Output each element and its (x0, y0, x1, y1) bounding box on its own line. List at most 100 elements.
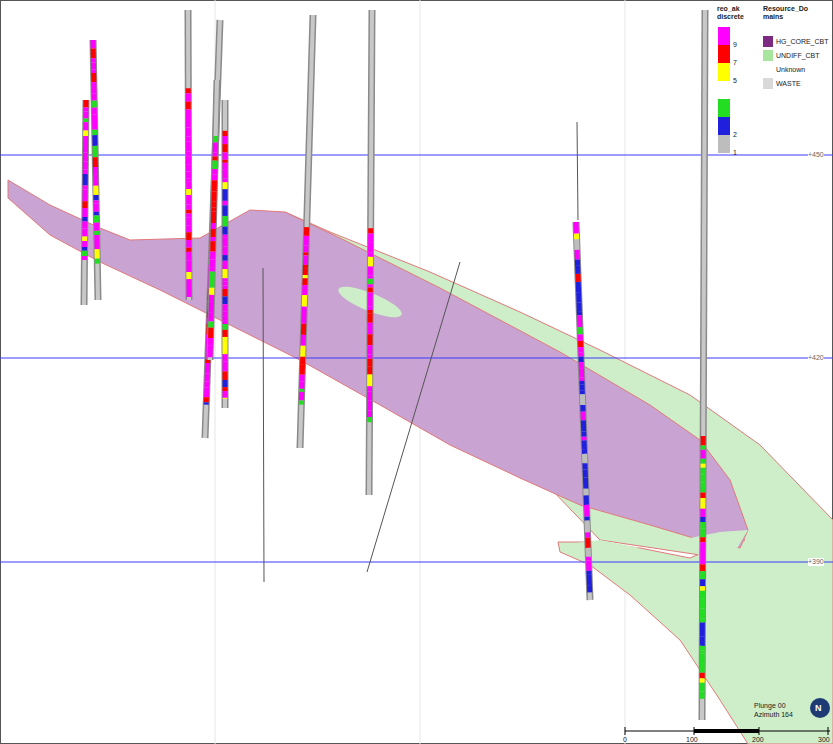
drillhole-segment (208, 318, 213, 321)
drillhole-segment (223, 337, 228, 348)
drillhole-segment (93, 40, 98, 300)
drillhole-segment (91, 70, 96, 73)
drillhole-segment (576, 292, 581, 303)
drillhole-segment (300, 357, 305, 365)
drillhole-segment (582, 449, 587, 454)
drillhole-segment (579, 381, 584, 385)
drillhole-segment (302, 278, 307, 285)
drillhole-segment (367, 355, 372, 359)
drillhole-segment (581, 412, 586, 421)
drillhole-segment (208, 322, 213, 328)
drillhole-segment (223, 255, 228, 261)
legend-swatch (718, 27, 730, 45)
drillhole-segment (368, 292, 373, 300)
drillhole-segment (369, 10, 372, 495)
drillhole-segment (581, 420, 586, 431)
drillhole-segment (301, 318, 306, 324)
drillhole-segment (186, 142, 191, 152)
drillhole-segment (205, 374, 210, 382)
drillhole-segment (211, 202, 216, 207)
drillhole-segment (583, 489, 588, 496)
drillhole-segment (186, 93, 191, 98)
drillhole-segment (367, 323, 372, 335)
drillhole-segment (93, 157, 98, 167)
drillhole-segment (92, 135, 97, 146)
drillhole-segment (94, 203, 99, 211)
drillhole-segment (83, 107, 88, 111)
drillhole-segment (223, 312, 228, 316)
drillhole-segment (83, 170, 88, 175)
legend-swatch (718, 63, 730, 81)
drillhole-segment (209, 302, 214, 313)
legend-text: 9 (733, 41, 737, 49)
drillhole-segment (212, 161, 217, 169)
drillhole-segment (368, 310, 373, 313)
elevation-label: +420 (808, 354, 824, 362)
drillhole-segment (304, 227, 309, 232)
drillhole-segment (586, 561, 591, 571)
drillhole-segment (82, 217, 87, 222)
drillhole-segment (205, 20, 220, 438)
drillhole-segment (701, 459, 706, 464)
drillhole-segment (186, 210, 191, 214)
drillhole-segment (579, 368, 584, 377)
drillhole-segment (82, 222, 87, 229)
legend-swatch (718, 117, 730, 135)
drillhole-segment (186, 214, 191, 218)
drillhole-segment (186, 156, 191, 165)
drillhole-segment (84, 100, 86, 305)
drillhole-segment (186, 182, 191, 189)
drillhole-segment (83, 122, 88, 130)
drillhole-segment (223, 289, 228, 296)
drillhole-segment (299, 392, 304, 401)
drillhole-segment (700, 554, 705, 564)
drillhole-segment (583, 469, 588, 477)
elevation-label: +450 (808, 151, 824, 159)
drillhole-segment (367, 411, 372, 417)
drillhole-segment (700, 651, 705, 654)
drillhole-segment (186, 179, 191, 182)
drillhole-segment (575, 260, 580, 266)
drillhole-segment (204, 397, 209, 402)
drillhole-segment (186, 137, 191, 142)
drillhole-segment (587, 585, 592, 592)
drillhole-segment (223, 238, 228, 247)
drillhole-segment (223, 205, 228, 216)
legend-text: 1 (733, 149, 737, 157)
drillhole-segment (574, 234, 579, 240)
legend-text: Unknown (776, 66, 805, 74)
drillhole-segment (700, 637, 705, 646)
drillhole-segment (301, 307, 306, 318)
drillhole-segment (367, 345, 372, 354)
drillhole-segment (303, 255, 308, 265)
drillhole-segment (583, 478, 588, 489)
drillhole-segment (94, 200, 99, 203)
drillhole-segment (300, 352, 305, 357)
drillhole-segment (299, 401, 304, 405)
drillhole-segment (213, 136, 218, 142)
drillhole-segment (92, 120, 97, 130)
drillhole-segment (367, 391, 372, 400)
drillhole-segment (700, 673, 705, 679)
elevation-label: +390 (808, 558, 824, 566)
drillhole-segment (93, 186, 98, 195)
drillhole-segment (83, 190, 88, 202)
drillhole-segment (580, 394, 585, 405)
drillhole-segment (700, 619, 705, 623)
drillhole-segment (700, 598, 705, 608)
drillhole-segment (576, 303, 581, 312)
drillhole-segment (213, 142, 218, 152)
drillhole-segment (82, 251, 87, 256)
drillhole-segment (223, 308, 228, 312)
drillhole-segment (84, 100, 86, 305)
drillhole-segment (206, 346, 211, 353)
drillhole-segment (303, 268, 308, 275)
scale-number: 0 (623, 736, 627, 744)
drillhole-segment (300, 371, 305, 375)
drillhole-segment (367, 386, 372, 391)
drillhole-segment (92, 94, 97, 101)
drillhole-segment (91, 82, 96, 94)
drillhole-segment (92, 108, 97, 115)
drillhole-segment (700, 522, 705, 528)
drillhole-segment (223, 281, 228, 285)
